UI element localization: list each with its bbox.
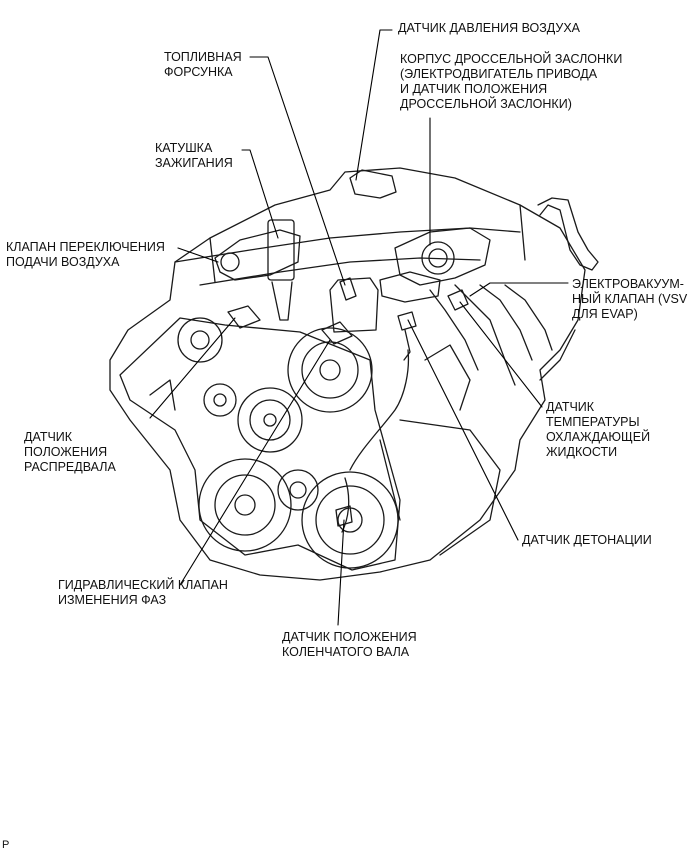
label-ocv: ГИДРАВЛИЧЕСКИЙ КЛАПАН ИЗМЕНЕНИЯ ФАЗ [58, 578, 228, 607]
label-fuel-injector: ТОПЛИВНАЯ ФОРСУНКА [164, 50, 242, 79]
label-air-switch-valve: КЛАПАН ПЕРЕКЛЮЧЕНИЯ ПОДАЧИ ВОЗДУХА [6, 240, 165, 269]
label-crankshaft-sensor: ДАТЧИК ПОЛОЖЕНИЯ КОЛЕНЧАТОГО ВАЛА [282, 630, 417, 659]
label-air-pressure-sensor: ДАТЧИК ДАВЛЕНИЯ ВОЗДУХА [398, 21, 581, 35]
label-coolant-temp-sensor: ДАТЧИК ТЕМПЕРАТУРЫ ОХЛАЖДАЮЩЕЙ ЖИДКОСТИ [546, 400, 651, 459]
label-vsv-evap: ЭЛЕКТРОВАКУУМ- НЫЙ КЛАПАН (VSV ДЛЯ EVAP) [572, 277, 688, 321]
label-throttle-body: КОРПУС ДРОССЕЛЬНОЙ ЗАСЛОНКИ (ЭЛЕКТРОДВИГ… [400, 52, 623, 111]
label-ignition-coil: КАТУШКА ЗАЖИГАНИЯ [155, 141, 233, 170]
figure-code: P [2, 839, 10, 851]
label-camshaft-sensor: ДАТЧИК ПОЛОЖЕНИЯ РАСПРЕДВАЛА [24, 430, 116, 474]
label-knock-sensor: ДАТЧИК ДЕТОНАЦИИ [522, 533, 652, 547]
